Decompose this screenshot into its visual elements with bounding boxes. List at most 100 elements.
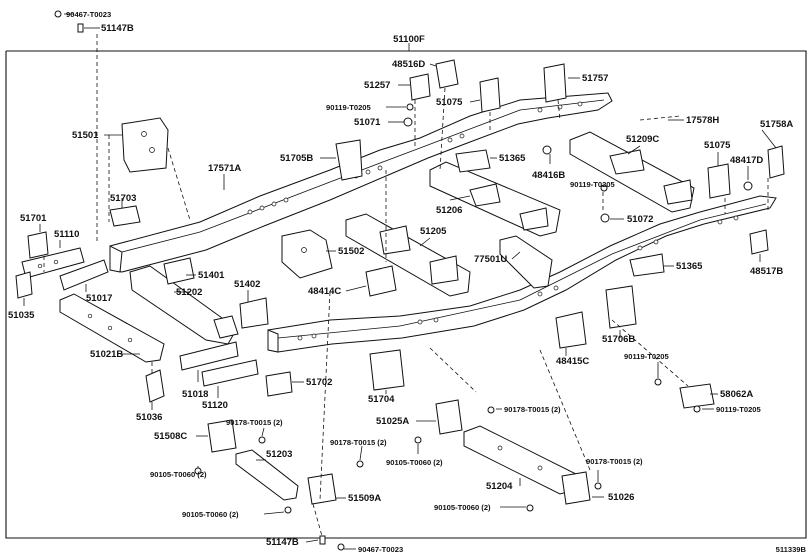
bracket-48517B xyxy=(749,229,769,255)
part-label-17578H: 17578H xyxy=(686,115,719,126)
part-label-90119-T0205-a: 90119-T0205 xyxy=(326,103,372,112)
part-label-48416B: 48416B xyxy=(532,170,565,181)
frame-rail-right xyxy=(267,195,777,353)
part-label-51100F: 51100F xyxy=(393,34,425,45)
part-label-90178-T0015-a: 90178-T0015 (2) xyxy=(504,405,561,414)
part-label-90119-T0205-d: 90119-T0205 xyxy=(716,405,762,414)
part-label-51075-right: 51075 xyxy=(704,140,731,151)
part-label-77501U: 77501U xyxy=(474,254,507,265)
bumper-reinforcement-51021B xyxy=(59,293,165,363)
part-label-51758A: 51758A xyxy=(760,119,793,130)
part-label-48415C: 48415C xyxy=(556,356,589,367)
crossmember-51202 xyxy=(129,265,239,345)
part-label-51021B: 51021B xyxy=(90,349,123,360)
part-labels: 51100F 90467-T0023 51147B 48516D 51257 9… xyxy=(8,10,807,554)
part-label-51018: 51018 xyxy=(182,389,208,400)
part-label-51508C: 51508C xyxy=(154,431,187,442)
bracket-51757 xyxy=(543,63,567,103)
leader-lines xyxy=(23,13,777,550)
part-label-51705B: 51705B xyxy=(280,153,313,164)
part-label-48417D: 48417D xyxy=(730,155,763,166)
part-label-51026: 51026 xyxy=(608,492,634,503)
part-label-51502: 51502 xyxy=(338,246,364,257)
part-label-51035: 51035 xyxy=(8,310,35,321)
part-label-51509A: 51509A xyxy=(348,493,381,504)
crossmember-51209C xyxy=(569,131,695,213)
bumper-arm-51110 xyxy=(21,247,85,279)
crossmember-51203 xyxy=(235,449,299,501)
part-label-48414C: 48414C xyxy=(308,286,341,297)
bracket-51401 xyxy=(163,257,195,285)
bracket-51026 xyxy=(561,471,591,505)
bracket-48415C xyxy=(555,311,587,349)
part-label-48516D: 48516D xyxy=(392,59,425,70)
part-label-51017: 51017 xyxy=(86,293,112,304)
bracket-51701 xyxy=(27,231,49,259)
bracket-51758A xyxy=(767,145,785,179)
bumper-arm-51018 xyxy=(179,341,239,371)
part-label-51071: 51071 xyxy=(354,117,381,128)
part-label-51501: 51501 xyxy=(72,130,99,141)
part-label-51704: 51704 xyxy=(368,394,395,405)
bracket-51075-upper xyxy=(479,77,501,113)
bracket-51502 xyxy=(281,229,333,279)
bracket-51025A xyxy=(435,399,463,435)
bracket-51365-lower xyxy=(629,253,665,277)
part-label-51703: 51703 xyxy=(110,193,136,204)
bracket-51706B xyxy=(605,285,637,329)
part-label-90178-T0015-d: 90178-T0015 (2) xyxy=(586,457,643,466)
bracket-51075-right xyxy=(707,163,731,199)
part-label-90105-T0060-a: 90105-T0060 (2) xyxy=(150,470,207,479)
part-label-51209C: 51209C xyxy=(626,134,659,145)
part-label-51036: 51036 xyxy=(136,412,162,423)
bracket-51365-upper xyxy=(455,149,491,173)
bumper-arm-51120 xyxy=(201,359,259,387)
bracket-48414C xyxy=(365,265,397,297)
bracket-51257 xyxy=(409,73,431,101)
bracket-51704 xyxy=(369,349,405,391)
bracket-51702 xyxy=(265,371,293,397)
crossmember-77501U xyxy=(499,235,553,289)
frame-rail-left xyxy=(109,92,613,273)
bracket-51508C xyxy=(207,419,237,453)
part-label-51757: 51757 xyxy=(582,73,608,84)
part-label-51365-upper: 51365 xyxy=(499,153,526,164)
part-label-51147B-bottom: 51147B xyxy=(266,537,299,548)
part-label-51206: 51206 xyxy=(436,205,462,216)
part-label-51402: 51402 xyxy=(234,279,260,290)
alignment-dashed-lines xyxy=(43,34,769,537)
part-label-51072: 51072 xyxy=(627,214,653,225)
part-label-51401: 51401 xyxy=(198,270,225,281)
bumper-arm-51017 xyxy=(59,259,109,291)
part-label-51147B-top: 51147B xyxy=(101,23,134,34)
part-label-51203: 51203 xyxy=(266,449,292,460)
part-label-51702: 51702 xyxy=(306,377,332,388)
part-label-17571A: 17571A xyxy=(208,163,241,174)
part-label-48517B: 48517B xyxy=(750,266,783,277)
part-label-90105-T0060-b: 90105-T0060 (2) xyxy=(386,458,443,467)
bracket-51509A xyxy=(307,473,337,505)
part-label-51120: 51120 xyxy=(202,400,228,411)
part-label-58062A: 58062A xyxy=(720,389,753,400)
assembly-frame-border xyxy=(5,50,807,539)
part-label-51202: 51202 xyxy=(176,287,202,298)
bracket-51703 xyxy=(109,205,141,227)
part-label-51110: 51110 xyxy=(54,229,79,240)
part-label-51025A: 51025A xyxy=(376,416,409,427)
bracket-51705B xyxy=(335,139,363,181)
part-label-90105-T0060-c: 90105-T0060 (2) xyxy=(434,503,491,512)
bracket-48516D xyxy=(435,59,459,89)
bracket-51501 xyxy=(121,117,169,173)
part-label-51701: 51701 xyxy=(20,213,47,224)
part-label-90105-T0060-d: 90105-T0060 (2) xyxy=(182,510,239,519)
diagram-id: 511339B xyxy=(776,545,807,554)
part-label-51257: 51257 xyxy=(364,80,390,91)
part-label-90467-T0023-bottom: 90467-T0023 xyxy=(358,545,403,554)
crossmember-51205 xyxy=(345,213,471,297)
bracket-51035 xyxy=(15,271,33,299)
part-label-51205: 51205 xyxy=(420,226,447,237)
part-label-51365-lower: 51365 xyxy=(676,261,703,272)
bracket-51402 xyxy=(239,297,269,329)
fasteners xyxy=(54,10,753,551)
